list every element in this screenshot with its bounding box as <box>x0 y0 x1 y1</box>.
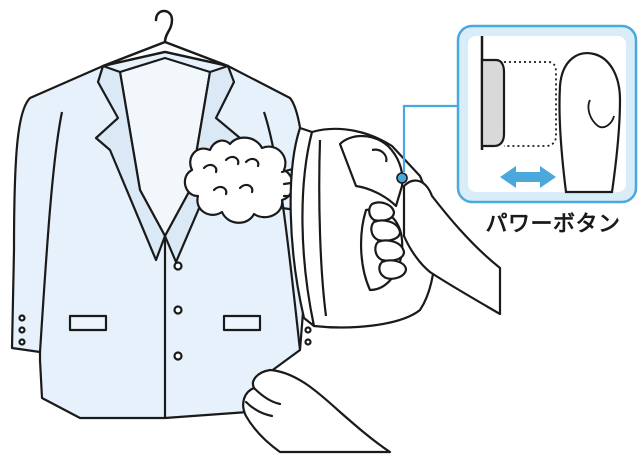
callout-leader <box>404 106 458 172</box>
power-button-on-device <box>397 173 407 183</box>
jacket <box>12 52 311 418</box>
hand-holding-jacket <box>243 370 390 452</box>
power-button-label: パワーボタン <box>468 206 638 238</box>
left-pocket <box>70 316 106 330</box>
jacket-button <box>175 263 182 270</box>
right-pocket <box>224 316 260 330</box>
power-button-callout <box>404 26 636 202</box>
jacket-button <box>175 353 182 360</box>
jacket-button <box>175 307 182 314</box>
power-button-slider <box>482 60 504 146</box>
